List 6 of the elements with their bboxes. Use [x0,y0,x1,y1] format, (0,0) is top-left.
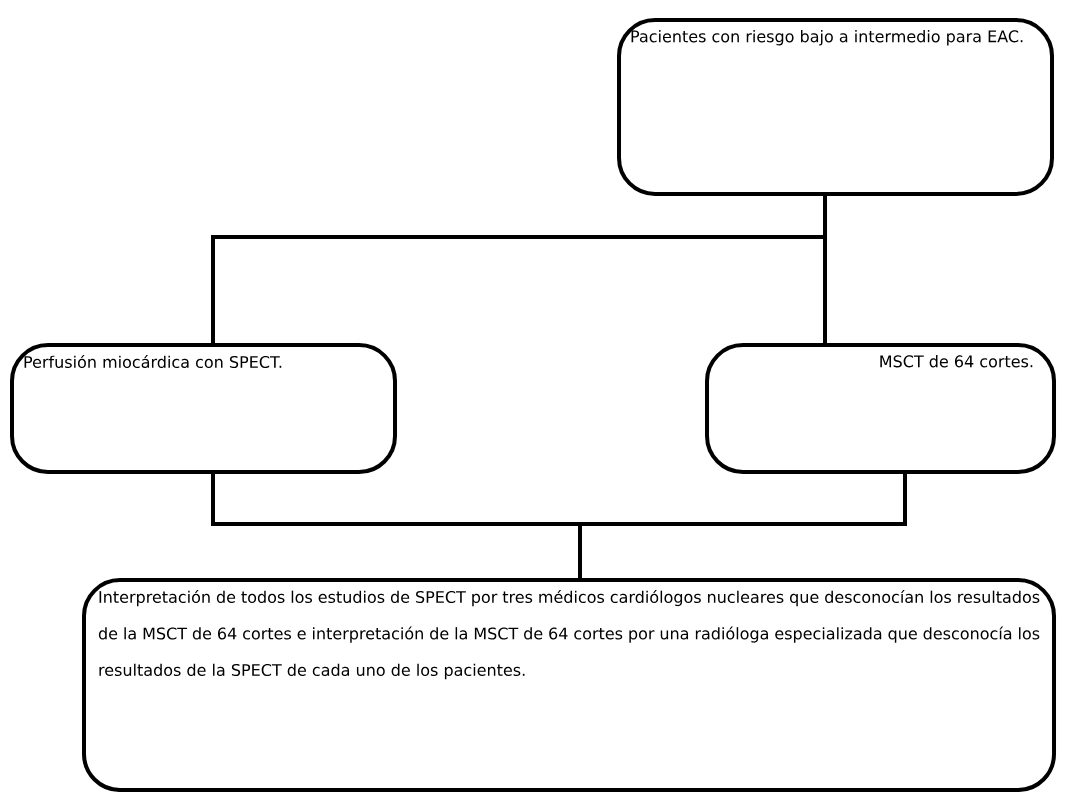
text-box: Pacientes con riesgo bajo a intermedio para EAC. [617,18,1054,196]
text-box: Interpretación de todos los estudios de SPECT por tres médicos cardiólogos nucleares que desconocían los resultados de la MSCT de 64 cortes e interpretación de la MSCT de 64 cortes por una radióloga especializada que desconocía los resultados de la SPECT de cada uno de los pacientes. [82,578,1056,792]
connector-line [823,196,827,343]
text-box: Perfusión miocárdica con SPECT. [10,343,397,474]
text-box: MSCT de 64 cortes. [705,343,1056,474]
connector-line [578,474,907,578]
